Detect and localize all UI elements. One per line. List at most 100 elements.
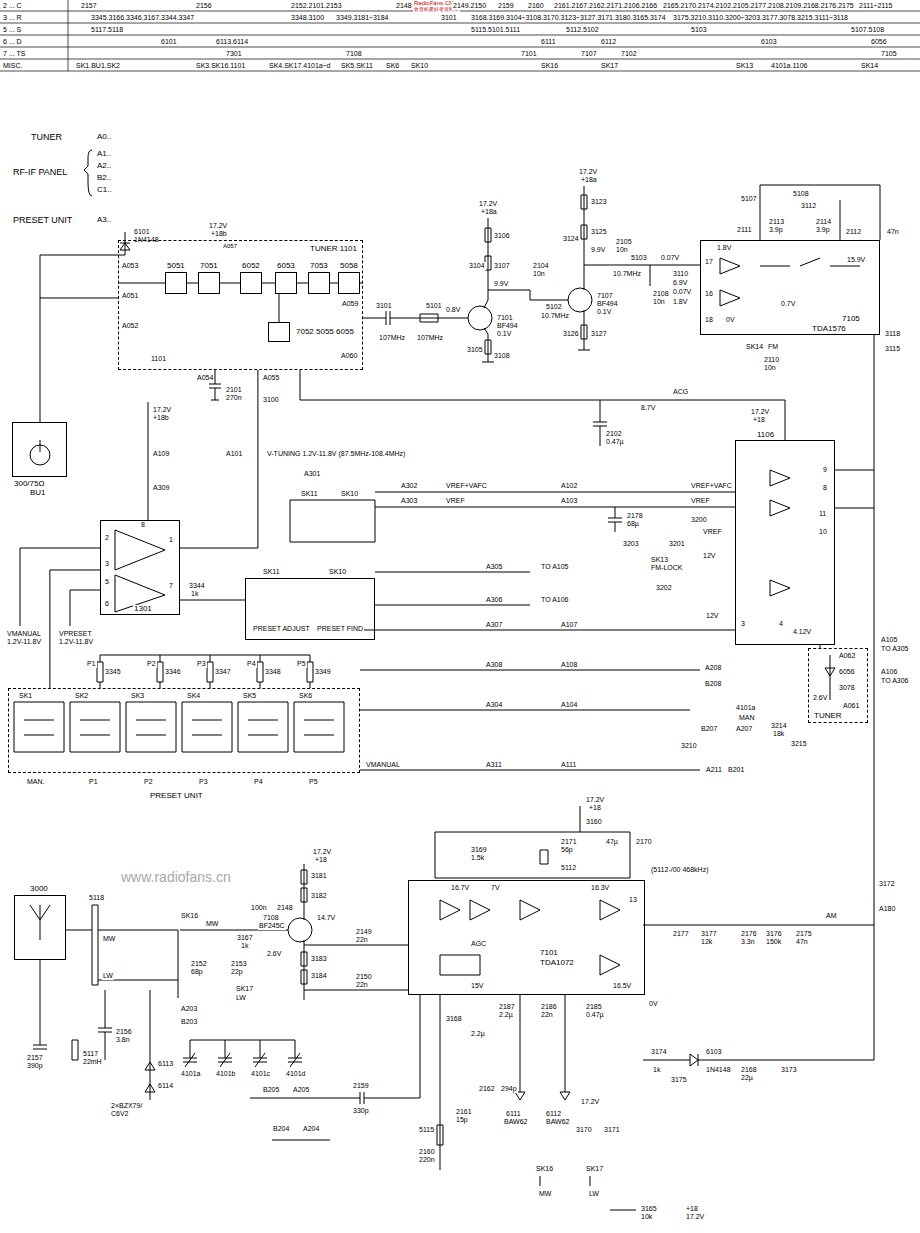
part-label: 107MHz [378, 334, 406, 342]
part-label: BAW62 [503, 1118, 528, 1126]
part-label: 3215 [790, 740, 808, 748]
fet-symbol [288, 918, 312, 942]
component-symbols [14, 195, 860, 1145]
part-label: 3167 [236, 934, 254, 942]
part-label: 15V [470, 982, 484, 990]
part-label: 7101 [520, 50, 538, 58]
part-label: 2112 [845, 228, 862, 236]
part-label: 3348.3100 [290, 14, 325, 22]
part-label: A108 [560, 661, 578, 669]
part-label: A302 [400, 482, 418, 490]
part-label: 3168.3169.3104÷3108.3170.3123÷3127.3171.… [470, 14, 667, 22]
part-label: A061 [842, 702, 860, 710]
part-label: 5112 [560, 864, 577, 872]
part-label: 2 ... C [2, 2, 23, 10]
part-label: AM [825, 912, 838, 920]
part-label: MISC. [2, 62, 23, 70]
part-label: 17.2V [478, 200, 498, 208]
part-label: 2111÷2115 [858, 2, 893, 10]
part-label: 9.9V [493, 280, 509, 288]
part-label: 3078 [838, 684, 856, 692]
part-label: 1.5k [470, 854, 485, 862]
part-label: 2152 [190, 960, 208, 968]
part-label: 15p [455, 1116, 469, 1124]
part-label: A054 [196, 374, 214, 382]
part-label: A311 [485, 761, 503, 769]
part-label: SK1.BU1.SK2 [75, 62, 121, 70]
part-label: 3172 [878, 880, 896, 888]
node-label: TUNER [813, 712, 843, 721]
part-label: A309 [152, 484, 170, 492]
part-label: A102 [560, 482, 578, 490]
part-label: 6056 [838, 668, 856, 676]
part-label: A305 [485, 563, 503, 571]
am-antenna: 3000 [14, 895, 66, 960]
part-label: 17 [704, 258, 714, 266]
part-label: 150k [765, 938, 782, 946]
part-label: P4 [246, 660, 257, 668]
part-label: 4101a [180, 1070, 201, 1078]
part-label: 68p [190, 968, 204, 976]
part-label: SK10 [328, 568, 347, 576]
part-label: 6113 [157, 1060, 174, 1068]
part-label: SK16 [540, 62, 559, 70]
node-label: 6052 [241, 262, 261, 271]
wire-connector [180, 599, 245, 600]
part-label: 1.2V-11.8V [58, 638, 94, 646]
part-label: 7101 [496, 314, 514, 322]
part-label: VREF+VAFC [445, 482, 488, 490]
part-label: SK17 [585, 1165, 604, 1173]
part-label: +18 [314, 856, 328, 864]
part-label: 6056 [870, 38, 888, 46]
part-label: A208 [704, 664, 722, 672]
part-label: 5118 [88, 894, 105, 902]
part-label: A303 [400, 497, 418, 505]
part-label: 2.2µ [470, 1030, 486, 1038]
part-label: 3183 [310, 955, 328, 963]
part-label: 8.7V [640, 404, 656, 412]
part-label: A109 [152, 450, 170, 458]
part-label: P2 [143, 778, 154, 786]
part-label: SK13 [650, 556, 669, 564]
amplifier-block: 7051 [198, 272, 220, 294]
part-label: 2152.2101.2153 [290, 2, 343, 10]
part-label: SK10 [340, 490, 359, 498]
part-label: VPRESET [58, 630, 93, 638]
part-label: 107MHz [416, 334, 444, 342]
part-label: A062 [838, 652, 856, 660]
part-label: BF494 [496, 322, 519, 330]
part-label: 0.7V [780, 300, 796, 308]
part-label: 294p [500, 1085, 518, 1093]
part-label: 7V [490, 884, 501, 892]
part-label: SK6 [385, 62, 400, 70]
part-label: 2170 [635, 838, 653, 846]
part-label: 22n [355, 981, 369, 989]
part-label: 10k [640, 1213, 653, 1221]
part-label: 14.7V [316, 914, 336, 922]
node-label: 7053 [309, 262, 329, 271]
part-label: A3.. [96, 216, 112, 225]
part-label: 3105 [466, 346, 484, 354]
part-label: 1N4148 [705, 1066, 732, 1074]
part-label: SK17 [235, 985, 254, 993]
part-label: 3349 [314, 668, 332, 676]
part-label: 3125 [590, 228, 608, 236]
part-label: 6112 [545, 1110, 562, 1118]
part-label: SK1 [18, 692, 33, 700]
part-label: 2160 [527, 2, 545, 10]
node-label: 300/75Ω [13, 480, 45, 489]
part-label: SK2 [74, 692, 89, 700]
node-label: 5058 [339, 262, 359, 271]
opamp-ic: 1301 [100, 520, 180, 615]
filter-block: 5051 [165, 272, 187, 294]
part-label: SK6 [298, 692, 313, 700]
part-label: FM-LOCK [650, 564, 684, 572]
part-label: 3127 [590, 330, 608, 338]
part-label: 6114 [157, 1082, 174, 1090]
part-label: 1k [240, 942, 249, 950]
part-label: P4 [253, 778, 264, 786]
part-label: VREF [690, 497, 711, 505]
node-label: 1301 [133, 605, 153, 614]
part-label: 22p [230, 968, 244, 976]
